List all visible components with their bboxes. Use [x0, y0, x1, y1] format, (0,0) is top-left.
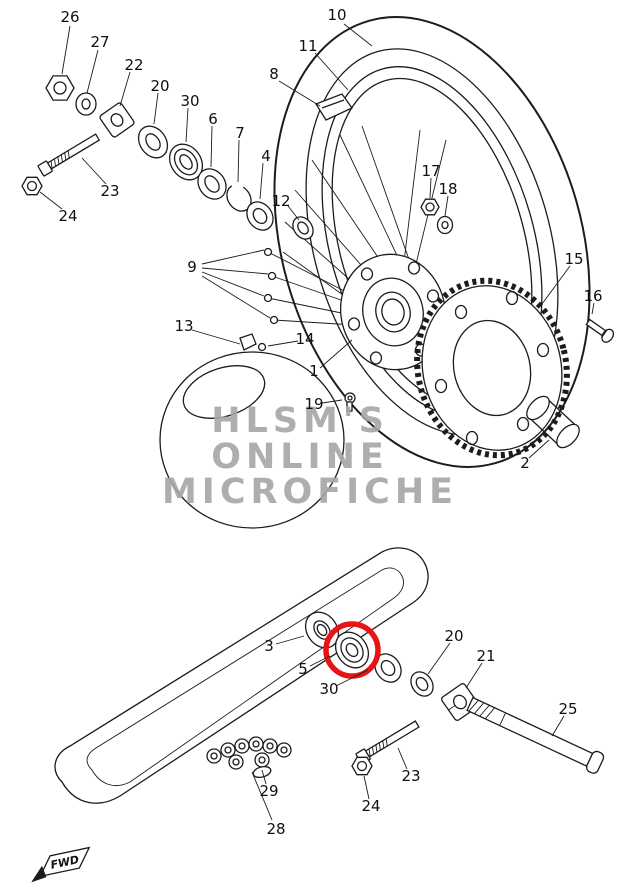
callout-24-top: 24 — [58, 207, 77, 225]
oil-seal-30-top — [168, 143, 204, 181]
brake-shell — [159, 333, 356, 529]
callout-12: 12 — [271, 192, 290, 210]
master-link-29 — [252, 765, 272, 779]
rear-axle-25 — [466, 696, 605, 774]
callout-24-bottom: 24 — [361, 797, 380, 815]
callout-9: 9 — [187, 258, 197, 276]
axle-nut — [420, 198, 440, 216]
chain-guard-outline — [54, 547, 429, 804]
bearing-6 — [197, 168, 227, 200]
callouts: 26 27 22 20 30 6 7 4 8 11 10 12 17 18 9 … — [58, 6, 602, 838]
bearing-4 — [246, 201, 274, 231]
drive-chain — [206, 736, 292, 779]
watermark-line-1: HLSM'S — [211, 401, 389, 441]
callout-30-bottom: 30 — [319, 680, 338, 698]
leader-lines — [39, 23, 595, 821]
callout-27: 27 — [90, 33, 109, 51]
seal-30-bottom — [374, 653, 402, 683]
hub-collar — [526, 395, 580, 449]
callout-29: 29 — [259, 782, 278, 800]
nut-26 — [45, 75, 75, 101]
callout-8: 8 — [269, 65, 279, 83]
adjuster-fasteners-bottom — [351, 683, 605, 776]
seal-train-bottom — [304, 611, 434, 697]
watermark-line-2: ONLINE — [211, 437, 389, 477]
sprocket-bolt — [585, 318, 615, 343]
spoke-nipples — [263, 247, 279, 325]
fwd-arrow: FWD — [31, 846, 91, 883]
callout-15: 15 — [564, 250, 583, 268]
callout-11: 11 — [298, 37, 317, 55]
callout-3: 3 — [264, 637, 274, 655]
callout-25: 25 — [558, 700, 577, 718]
adjuster-block-22 — [99, 102, 135, 138]
callout-22: 22 — [124, 56, 143, 74]
nut-24-top — [21, 176, 43, 196]
washer-18 — [436, 215, 454, 235]
callout-14: 14 — [295, 330, 314, 348]
callout-4: 4 — [261, 147, 271, 165]
washer-27 — [75, 92, 97, 116]
callout-23-top: 23 — [100, 182, 119, 200]
callout-7: 7 — [235, 124, 245, 142]
callout-16: 16 — [583, 287, 602, 305]
fwd-label: FWD — [49, 853, 80, 872]
callout-28: 28 — [266, 820, 285, 838]
rim-band-clamp — [315, 93, 353, 121]
callout-17: 17 — [421, 162, 440, 180]
callout-1: 1 — [309, 362, 319, 380]
rear-sprocket — [414, 277, 570, 459]
callout-30-top: 30 — [180, 92, 199, 110]
callout-10: 10 — [327, 6, 346, 24]
collar-20-bottom — [410, 671, 434, 697]
oil-seal-5 — [334, 631, 370, 669]
callout-23-bottom: 23 — [401, 767, 420, 785]
callout-21: 21 — [476, 647, 495, 665]
callout-26: 26 — [60, 8, 79, 26]
highlight-circle — [323, 621, 381, 679]
callout-13: 13 — [174, 317, 193, 335]
spacer-12 — [292, 216, 314, 240]
adjuster-fasteners-top — [21, 75, 135, 196]
tab-13 — [239, 333, 257, 351]
callout-20-bottom: 20 — [444, 627, 463, 645]
callout-18: 18 — [438, 180, 457, 198]
callout-20-top: 20 — [150, 77, 169, 95]
nut-24-bottom — [351, 756, 373, 776]
watermark: HLSM'S ONLINE MICROFICHE — [162, 401, 458, 512]
collar-20-top — [137, 125, 169, 159]
seal-train-top — [137, 125, 314, 240]
watermark-line-3: MICROFICHE — [162, 472, 458, 512]
adjuster-bolt-23-top — [37, 133, 101, 177]
clip-14 — [257, 342, 267, 352]
callout-2: 2 — [520, 454, 530, 472]
callout-19: 19 — [304, 395, 323, 413]
callout-6: 6 — [208, 110, 218, 128]
fwd-arrowhead — [31, 865, 47, 883]
callout-5: 5 — [298, 660, 308, 678]
